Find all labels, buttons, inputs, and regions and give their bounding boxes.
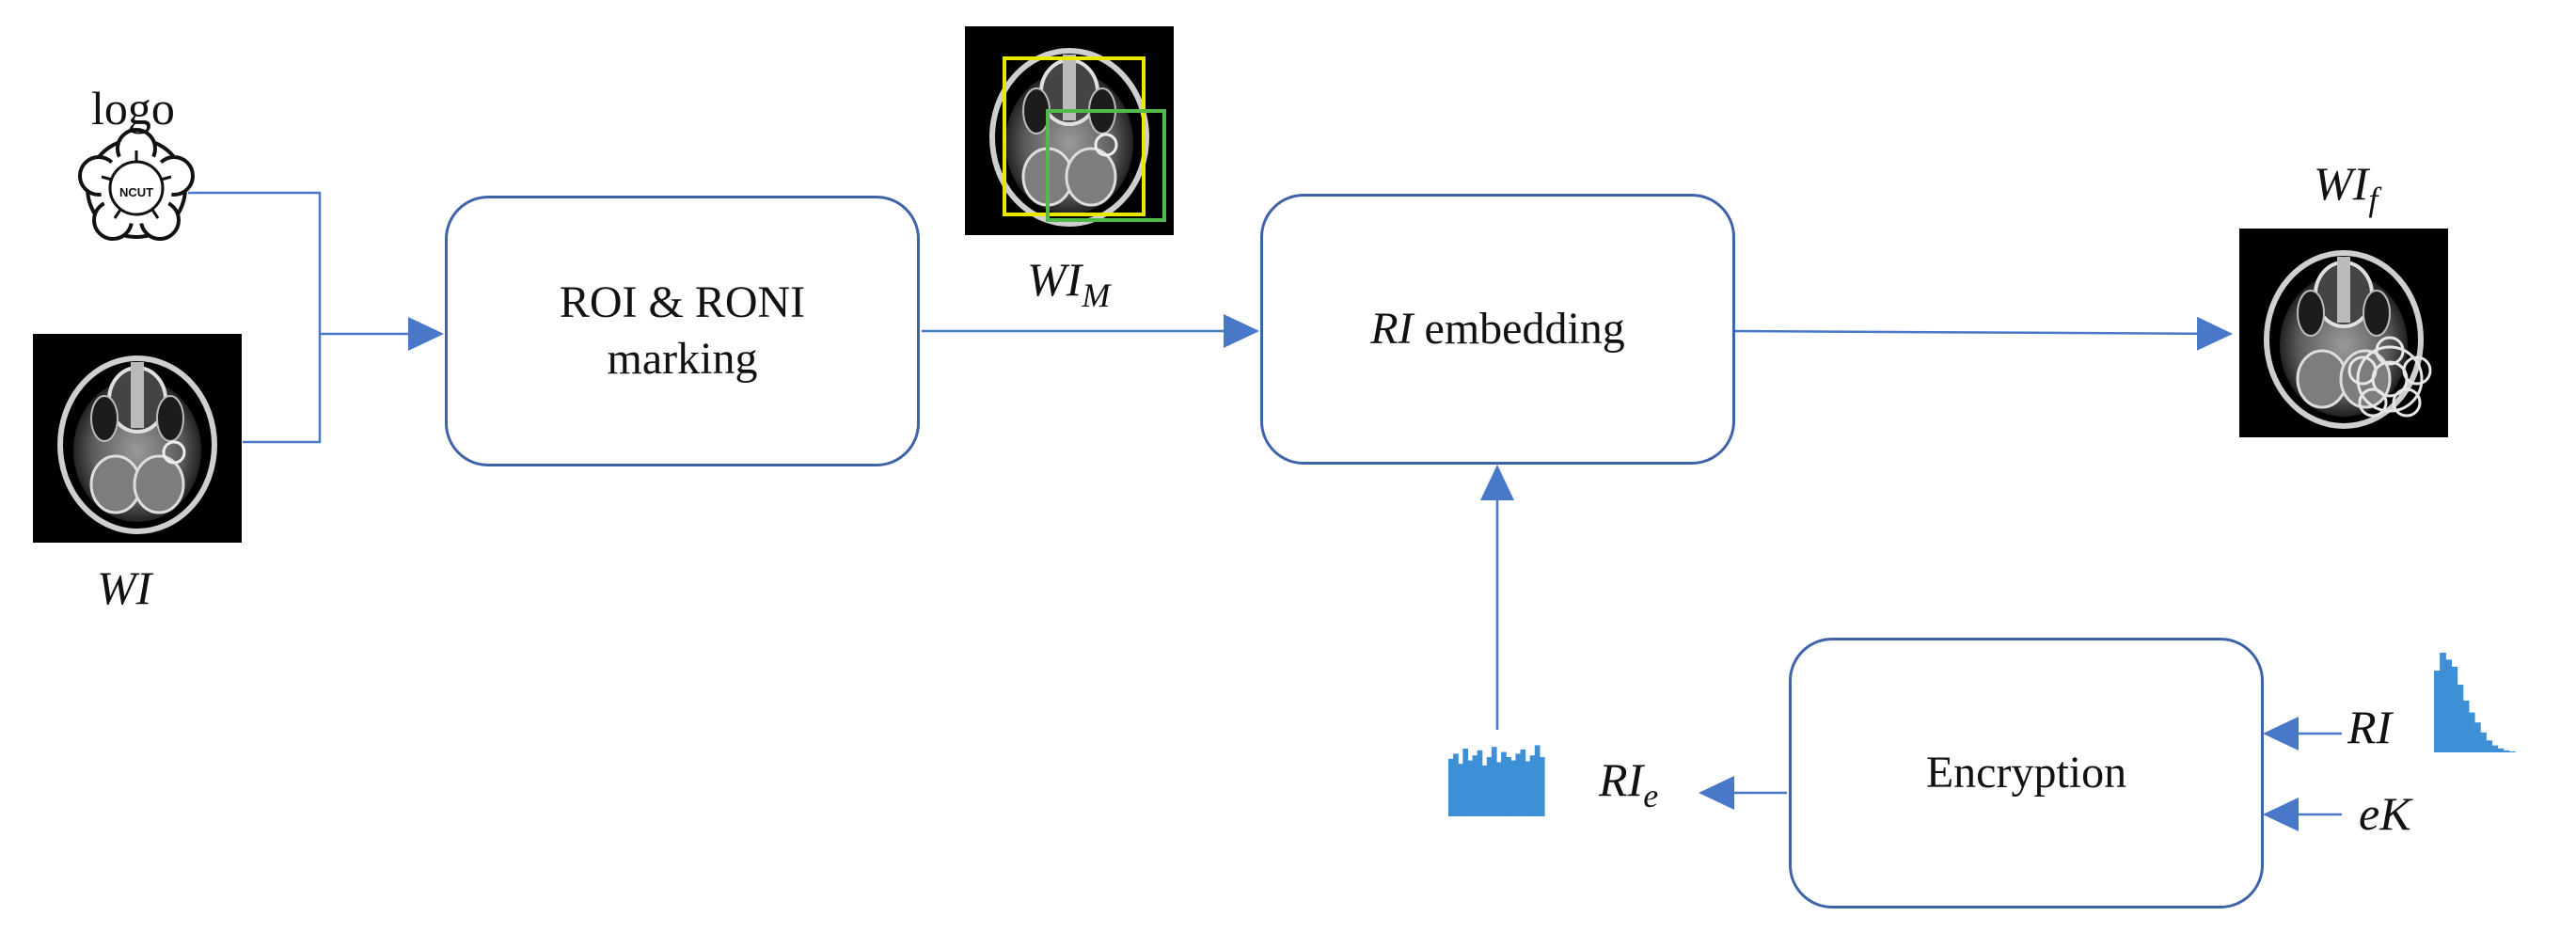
rie-histogram-bar (1462, 749, 1468, 816)
rie-histogram-bar (1520, 749, 1526, 816)
rie-histogram-bar (1539, 757, 1545, 816)
rie-histogram-bar (1534, 745, 1541, 816)
ri-histogram (2434, 653, 2516, 752)
ri-embedding-box: RI embedding (1260, 194, 1735, 465)
ri-histogram-bar (2434, 671, 2441, 752)
rie-histogram-bar (1510, 760, 1516, 816)
merge-connector (188, 191, 444, 444)
encryption-box: Encryption (1789, 638, 2264, 908)
roni-rectangle (1046, 109, 1166, 222)
wim-image (965, 26, 1174, 235)
rie-histogram-bar (1453, 753, 1459, 816)
encryption-label: Encryption (1925, 748, 2127, 798)
rie-histogram-bar (1458, 764, 1463, 816)
ri-histogram-bar (2468, 712, 2475, 752)
rie-histogram-bar (1501, 751, 1507, 816)
rie-histogram-bar (1515, 753, 1522, 816)
rie-histogram-bar (1491, 747, 1497, 816)
rie-histogram-bar (1477, 750, 1483, 816)
rie-histogram-bar (1448, 758, 1454, 816)
ri-histogram-bar (2508, 750, 2516, 752)
rie-histogram (1448, 745, 1545, 816)
embedded-logo-icon (2347, 336, 2432, 418)
embedding-text: embedding (1413, 304, 1625, 354)
ri-histogram-bar (2462, 700, 2470, 752)
embedding-ri: RI (1370, 304, 1414, 354)
roi-roni-marking-box: ROI & RONI marking (445, 196, 920, 466)
ri-histogram-bar (2474, 722, 2481, 752)
ek-label: eK (2359, 787, 2411, 840)
wi-label: WI (97, 561, 152, 614)
logo-label: logo (91, 82, 175, 134)
rie-histogram-bar (1506, 757, 1511, 816)
rie-histogram-bar (1472, 755, 1478, 816)
ri-histogram-bar (2486, 740, 2493, 752)
rie-histogram-bar (1481, 766, 1488, 816)
rie-histogram-bar (1529, 755, 1536, 816)
ri-histogram-bar (2491, 745, 2499, 752)
rie-histogram-bar (1496, 762, 1502, 816)
rie-label: RIe (1599, 753, 1659, 814)
wi-image (33, 334, 242, 543)
rie-histogram-bar (1525, 761, 1531, 816)
rie-histogram-bar (1467, 760, 1474, 816)
marking-line-2: marking (607, 334, 758, 384)
ri-histogram-bar (2451, 666, 2458, 752)
wim-label: WIM (1027, 253, 1111, 314)
logo-wordmark: NCUT (119, 185, 153, 199)
ri-histogram-bar (2497, 748, 2505, 752)
ri-histogram-bar (2503, 750, 2510, 752)
ri-histogram-bar (2480, 732, 2487, 752)
wif-image (2239, 229, 2448, 437)
ri-histogram-bar (2440, 653, 2446, 752)
logo-icon: NCUT (78, 128, 195, 241)
ri-histogram-bar (2445, 659, 2453, 752)
rie-histogram-bar (1486, 757, 1493, 816)
ri-label: RI (2347, 701, 2393, 753)
ri-histogram-bar (2457, 684, 2464, 752)
roi-rectangle (1003, 56, 1146, 216)
arrow-embedding-to-output (1732, 316, 2233, 351)
wif-label: WIf (2314, 157, 2378, 218)
marking-line-1: ROI & RONI (559, 277, 806, 327)
